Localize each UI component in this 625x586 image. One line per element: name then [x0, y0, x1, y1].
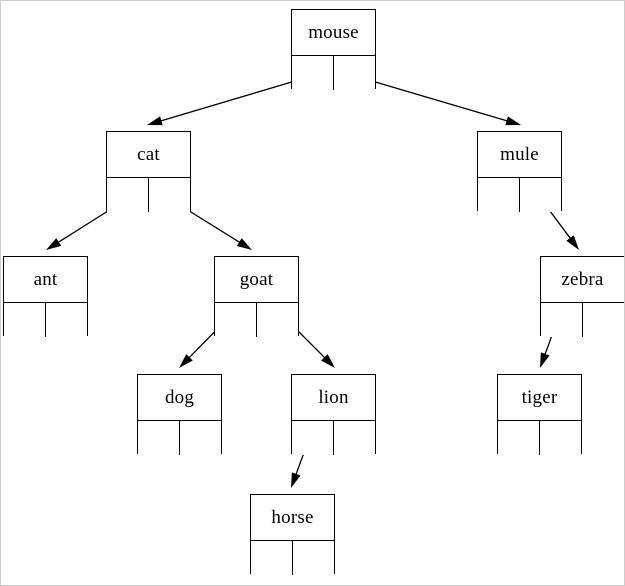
right-pointer-cell-goat[interactable] — [256, 303, 298, 337]
left-pointer-cell-zebra[interactable] — [541, 303, 583, 337]
left-pointer-cell-goat[interactable] — [215, 303, 257, 337]
right-pointer-cell-mule[interactable] — [519, 178, 561, 212]
arrowhead-icon — [566, 235, 579, 250]
arrowhead-icon — [321, 354, 335, 368]
arrowhead-icon — [236, 238, 252, 250]
tree-node-horse[interactable]: horse — [250, 494, 335, 575]
tree-node-label: horse — [271, 507, 314, 528]
tree-node-pointer-row — [107, 177, 190, 212]
left-pointer-cell-mouse[interactable] — [292, 56, 334, 90]
tree-node-tiger[interactable]: tiger — [497, 374, 582, 455]
right-pointer-cell-mouse[interactable] — [333, 56, 375, 90]
tree-node-pointer-row — [498, 420, 581, 455]
tree-node-pointer-row — [541, 302, 624, 337]
arrowhead-icon — [291, 472, 301, 488]
tree-node-pointer-row — [292, 420, 375, 455]
left-pointer-cell-lion[interactable] — [292, 421, 334, 455]
tree-node-zebra[interactable]: zebra — [540, 256, 624, 337]
tree-edge-mouse-to-mule — [354, 75, 521, 126]
right-pointer-cell-ant[interactable] — [45, 303, 87, 337]
tree-node-label: tiger — [521, 387, 558, 408]
right-pointer-cell-tiger[interactable] — [539, 421, 581, 455]
tree-node-goat[interactable]: goat — [214, 256, 299, 337]
tree-edge-mouse-to-cat — [147, 75, 313, 126]
tree-node-label: ant — [33, 269, 58, 290]
tree-node-label: goat — [239, 269, 274, 290]
tree-node-label: lion — [318, 387, 349, 408]
tree-node-pointer-row — [138, 420, 221, 455]
arrowhead-icon — [179, 354, 193, 368]
right-pointer-cell-horse[interactable] — [292, 541, 334, 575]
tree-node-label: mule — [500, 144, 539, 165]
tree-node-mule[interactable]: mule — [477, 131, 562, 212]
arrowhead-icon — [147, 116, 163, 126]
tree-node-lion[interactable]: lion — [291, 374, 376, 455]
arrowhead-icon — [46, 238, 62, 250]
tree-node-cat[interactable]: cat — [106, 131, 191, 212]
tree-node-ant[interactable]: ant — [3, 256, 88, 337]
left-pointer-cell-tiger[interactable] — [498, 421, 540, 455]
tree-node-pointer-row — [292, 55, 375, 90]
tree-node-pointer-row — [478, 177, 561, 212]
tree-node-label: mouse — [308, 22, 359, 43]
tree-node-pointer-row — [4, 302, 87, 337]
tree-node-label: zebra — [561, 269, 604, 290]
right-pointer-cell-zebra[interactable] — [582, 303, 624, 337]
left-pointer-cell-cat[interactable] — [107, 178, 149, 212]
left-pointer-cell-horse[interactable] — [251, 541, 293, 575]
left-pointer-cell-ant[interactable] — [4, 303, 46, 337]
arrowhead-icon — [505, 116, 521, 126]
tree-node-dog[interactable]: dog — [137, 374, 222, 455]
arrowhead-icon — [540, 352, 550, 368]
tree-node-label: cat — [137, 144, 160, 165]
left-pointer-cell-mule[interactable] — [478, 178, 520, 212]
left-pointer-cell-dog[interactable] — [138, 421, 180, 455]
tree-node-pointer-row — [215, 302, 298, 337]
tree-node-pointer-row — [251, 540, 334, 575]
right-pointer-cell-cat[interactable] — [148, 178, 190, 212]
right-pointer-cell-dog[interactable] — [179, 421, 221, 455]
tree-node-mouse[interactable]: mouse — [291, 9, 376, 90]
right-pointer-cell-lion[interactable] — [333, 421, 375, 455]
tree-node-label: dog — [164, 387, 195, 408]
